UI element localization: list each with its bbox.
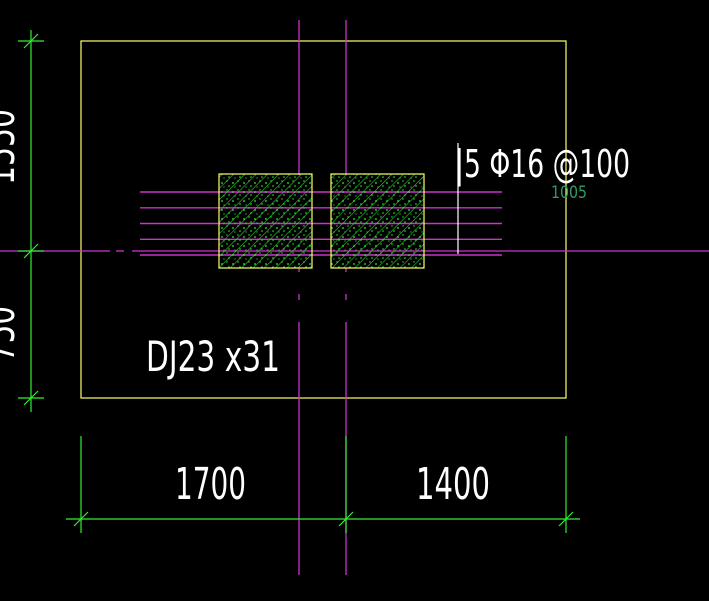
column-right — [330, 173, 425, 269]
dimension-vertical — [18, 30, 44, 412]
dimension-horizontal — [66, 436, 580, 533]
dimension-left-span: 1700 — [175, 459, 246, 510]
foundation-outline — [80, 40, 567, 399]
dimension-right-span: 1400 — [416, 459, 490, 510]
rebar-area-label: 1005 — [551, 183, 587, 203]
column-left — [218, 173, 313, 269]
axis-lines — [0, 20, 709, 575]
rebar-lines — [140, 191, 502, 256]
foundation-label: DJ23 x31 — [146, 332, 280, 381]
dimension-lower-partial: 750 — [0, 306, 24, 362]
rebar-spec-label: |5 Φ16 @100 — [455, 142, 630, 187]
dimension-upper-partial: 1550 — [0, 109, 24, 185]
